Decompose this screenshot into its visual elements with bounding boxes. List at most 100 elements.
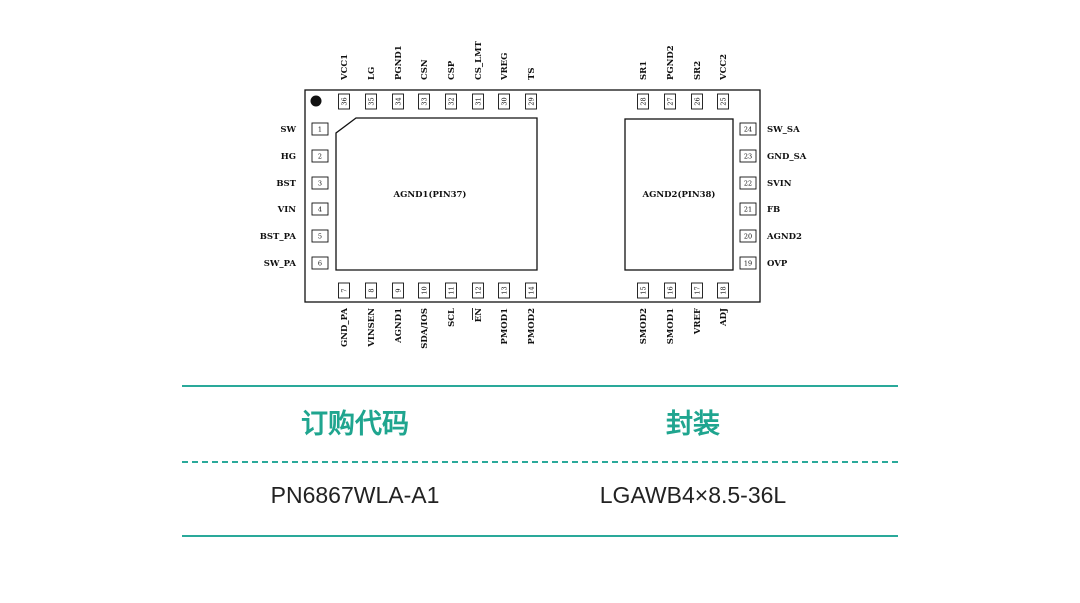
exposed-pad-1 — [335, 117, 538, 271]
pin-number-7: 7 — [341, 288, 349, 292]
pin-number-25: 25 — [720, 97, 728, 105]
pin-number-23: 23 — [744, 153, 752, 161]
pin-label-sw: SW — [280, 125, 296, 135]
pin-label-smod1: SMOD1 — [666, 308, 676, 344]
pin-label-fb: FB — [767, 205, 780, 215]
pin-box-29 — [525, 93, 537, 110]
pin-label-sw_pa: SW_PA — [264, 259, 297, 269]
pin-number-10: 10 — [421, 286, 429, 294]
pin-label-agnd1: AGND1 — [394, 308, 404, 344]
pin-label-sr2: SR2 — [693, 61, 703, 80]
exposed-pad-2 — [624, 118, 734, 271]
pin-box-23 — [739, 149, 757, 163]
table-top-rule — [182, 385, 898, 387]
pin-label-vin: VIN — [277, 205, 297, 215]
pin-label-bst_pa: BST_PA — [260, 232, 297, 242]
pin-label-lg: LG — [367, 67, 377, 80]
pin-label-hg: HG — [281, 152, 296, 162]
pin-number-21: 21 — [744, 206, 752, 214]
pin-number-20: 20 — [744, 233, 752, 241]
pin-number-30: 30 — [501, 97, 509, 105]
pin-number-12: 12 — [475, 286, 483, 294]
table-bottom-rule — [182, 535, 898, 537]
pin-number-3: 3 — [318, 180, 322, 188]
pin-number-32: 32 — [448, 97, 456, 105]
pin-box-30 — [498, 93, 510, 110]
pin-box-35 — [365, 93, 377, 110]
pin-box-21 — [739, 202, 757, 216]
pin-box-28 — [637, 93, 649, 110]
pin-label-gnd_sa: GND_SA — [767, 152, 807, 162]
pin-box-4 — [311, 202, 329, 216]
pin-box-13 — [498, 282, 510, 299]
pin-label-csn: CSN — [420, 59, 430, 80]
pin-box-14 — [525, 282, 537, 299]
pin-box-22 — [739, 176, 757, 190]
pin-label-vref: VREF — [693, 308, 703, 335]
pin-box-12 — [472, 282, 484, 299]
pin-label-agnd2: AGND2 — [766, 232, 802, 242]
package-value: LGAWB4×8.5-36L — [599, 482, 787, 508]
pin-box-19 — [739, 256, 757, 270]
pin-box-11 — [445, 282, 457, 299]
pin-label-pmod1: PMOD1 — [500, 308, 510, 345]
pin-box-24 — [739, 122, 757, 136]
pin-box-1 — [311, 122, 329, 136]
pin-number-4: 4 — [318, 206, 322, 214]
pin-number-35: 35 — [368, 97, 376, 105]
order-code-header: 订购代码 — [301, 409, 409, 440]
pin-number-16: 16 — [667, 286, 675, 294]
pin-box-34 — [392, 93, 404, 110]
pin-number-34: 34 — [395, 97, 403, 105]
pin-label-sr1: SR1 — [639, 61, 649, 80]
pin-label-ovp: OVP — [767, 259, 788, 269]
pin-box-33 — [418, 93, 430, 110]
pin-number-1: 1 — [318, 126, 322, 134]
pin-number-8: 8 — [368, 288, 376, 292]
chip-pinout-diagram: AGND1(PIN37) AGND2(PIN38) 1SW2HG3BST4VIN… — [260, 40, 807, 348]
pin-box-15 — [637, 282, 649, 299]
pin-label-adj: ADJ — [719, 308, 729, 327]
pin-label-ts: TS — [527, 68, 537, 80]
pin-box-2 — [311, 149, 329, 163]
order-code-value: PN6867WLA-A1 — [270, 482, 440, 508]
pin-label-sda-ios: SDA/IOS — [420, 308, 430, 349]
pin-label-vcc1: VCC1 — [340, 54, 350, 81]
pin-number-29: 29 — [528, 97, 536, 105]
pad1-label: AGND1(PIN37) — [393, 189, 467, 200]
pin-number-27: 27 — [667, 97, 675, 105]
pin-label-pgnd2: PGND2 — [666, 45, 676, 80]
pin-box-7 — [338, 282, 350, 299]
pad2-label: AGND2(PIN38) — [642, 189, 716, 200]
pin-number-26: 26 — [694, 97, 702, 105]
pin-box-6 — [311, 256, 329, 270]
pin-number-17: 17 — [694, 286, 702, 294]
pin-box-26 — [691, 93, 703, 110]
pin-number-15: 15 — [640, 286, 648, 294]
chip-body — [304, 89, 761, 303]
pin-box-27 — [664, 93, 676, 110]
pin-number-22: 22 — [744, 180, 752, 188]
package-header: 封装 — [666, 409, 720, 440]
pin-box-5 — [311, 229, 329, 243]
pin-label-svin: SVIN — [767, 179, 792, 189]
pin-label-csp: CSP — [447, 60, 457, 80]
pin-number-33: 33 — [421, 97, 429, 105]
pin-label-pmod2: PMOD2 — [527, 308, 537, 345]
pin-number-6: 6 — [318, 260, 322, 268]
pin-box-20 — [739, 229, 757, 243]
pin-box-32 — [445, 93, 457, 110]
pin1-marker-dot — [310, 95, 322, 107]
pin-label-pgnd1: PGND1 — [394, 45, 404, 80]
pin-number-31: 31 — [475, 97, 483, 105]
pin-box-10 — [418, 282, 430, 299]
pin-box-3 — [311, 176, 329, 190]
pin-box-18 — [717, 282, 729, 299]
pin-box-36 — [338, 93, 350, 110]
pin-number-19: 19 — [744, 260, 752, 268]
pin-label-vreg: VREG — [500, 53, 510, 81]
pin-number-18: 18 — [720, 286, 728, 294]
pin-box-25 — [717, 93, 729, 110]
pin-label-scl: SCL — [447, 308, 457, 327]
